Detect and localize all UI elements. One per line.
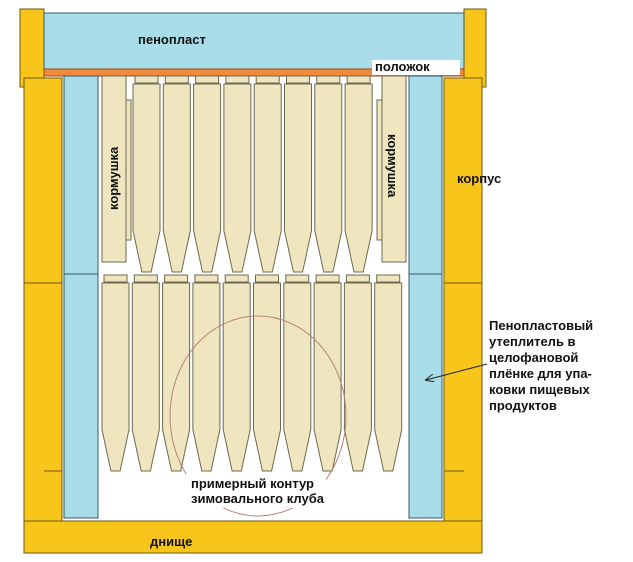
label-insulation-line3: целофановой	[489, 350, 578, 365]
upper-frame-top-bar	[346, 75, 371, 84]
right-insulation-panel	[408, 75, 443, 519]
upper-frames	[132, 75, 373, 273]
upper-frame-top-bar	[134, 75, 159, 84]
upper-frame	[314, 83, 343, 273]
upper-frame-top-bar	[286, 75, 310, 84]
lower-frame	[343, 282, 372, 472]
label-foam-top: пенопласт	[138, 32, 206, 47]
lower-frame	[374, 282, 403, 472]
lower-frame	[222, 282, 251, 472]
label-club-line1: примерный контур	[191, 476, 314, 491]
label-insulation-line4: плёнке для упа-	[489, 366, 592, 381]
label-bottom: днище	[150, 534, 192, 549]
body-left-upper-post	[19, 8, 45, 88]
hive-body	[19, 8, 487, 524]
lower-frame	[162, 282, 191, 472]
lower-frames	[101, 274, 403, 472]
label-body: корпус	[457, 171, 501, 186]
upper-frame-top-bar	[255, 75, 280, 84]
upper-frame-top-bar	[164, 75, 189, 84]
label-insulation-line1: Пенопластовый	[489, 318, 593, 333]
lower-frame-top-bar	[255, 274, 279, 283]
lower-frame-top-bar	[224, 274, 249, 283]
upper-frame-top-bar	[195, 75, 220, 84]
body-right-upper-post	[463, 8, 487, 88]
label-feeder-right: кормушка	[385, 134, 400, 198]
label-strip: положок	[375, 59, 430, 74]
upper-frame	[193, 83, 222, 273]
body-left-wall	[23, 77, 63, 524]
upper-frame	[253, 83, 282, 273]
lower-frame	[131, 282, 160, 472]
upper-frame-top-bar	[316, 75, 341, 84]
upper-frame	[162, 83, 191, 273]
lower-frame-top-bar	[376, 274, 401, 283]
lower-frame-top-bar	[194, 274, 219, 283]
winter-cluster-outline	[169, 315, 347, 517]
lower-frame	[192, 282, 221, 472]
left-feeder	[101, 75, 132, 263]
label-feeder-left: кормушка	[106, 146, 121, 210]
lower-frame	[253, 282, 281, 472]
lower-frame-top-bar	[133, 274, 158, 283]
label-club-line2: зимовального клуба	[191, 491, 325, 506]
upper-frame-top-bar	[225, 75, 250, 84]
lower-frame-top-bar	[345, 274, 370, 283]
lower-frame-top-bar	[164, 274, 189, 283]
left-insulation-panel	[63, 75, 99, 519]
canvas-strip	[43, 68, 465, 77]
label-insulation-line6: продуктов	[489, 398, 557, 413]
insulation-pointer-arrow	[426, 363, 488, 380]
upper-frame	[223, 83, 252, 273]
body-right-wall	[443, 77, 483, 524]
upper-frame	[344, 83, 373, 273]
lower-frame-top-bar	[103, 274, 128, 283]
right-feeder	[376, 75, 407, 263]
lower-frame	[313, 282, 342, 472]
top-foam-board	[43, 12, 465, 70]
label-insulation-line2: утеплитель в	[489, 334, 576, 349]
lower-frame-top-bar	[285, 274, 310, 283]
lower-frame-top-bar	[315, 274, 340, 283]
lower-frame	[283, 282, 312, 472]
upper-frame	[284, 83, 312, 273]
bottom-board	[23, 520, 483, 554]
lower-frame	[101, 282, 130, 472]
upper-frame	[132, 83, 161, 273]
label-insulation-line5: ковки пищевых	[489, 382, 591, 397]
